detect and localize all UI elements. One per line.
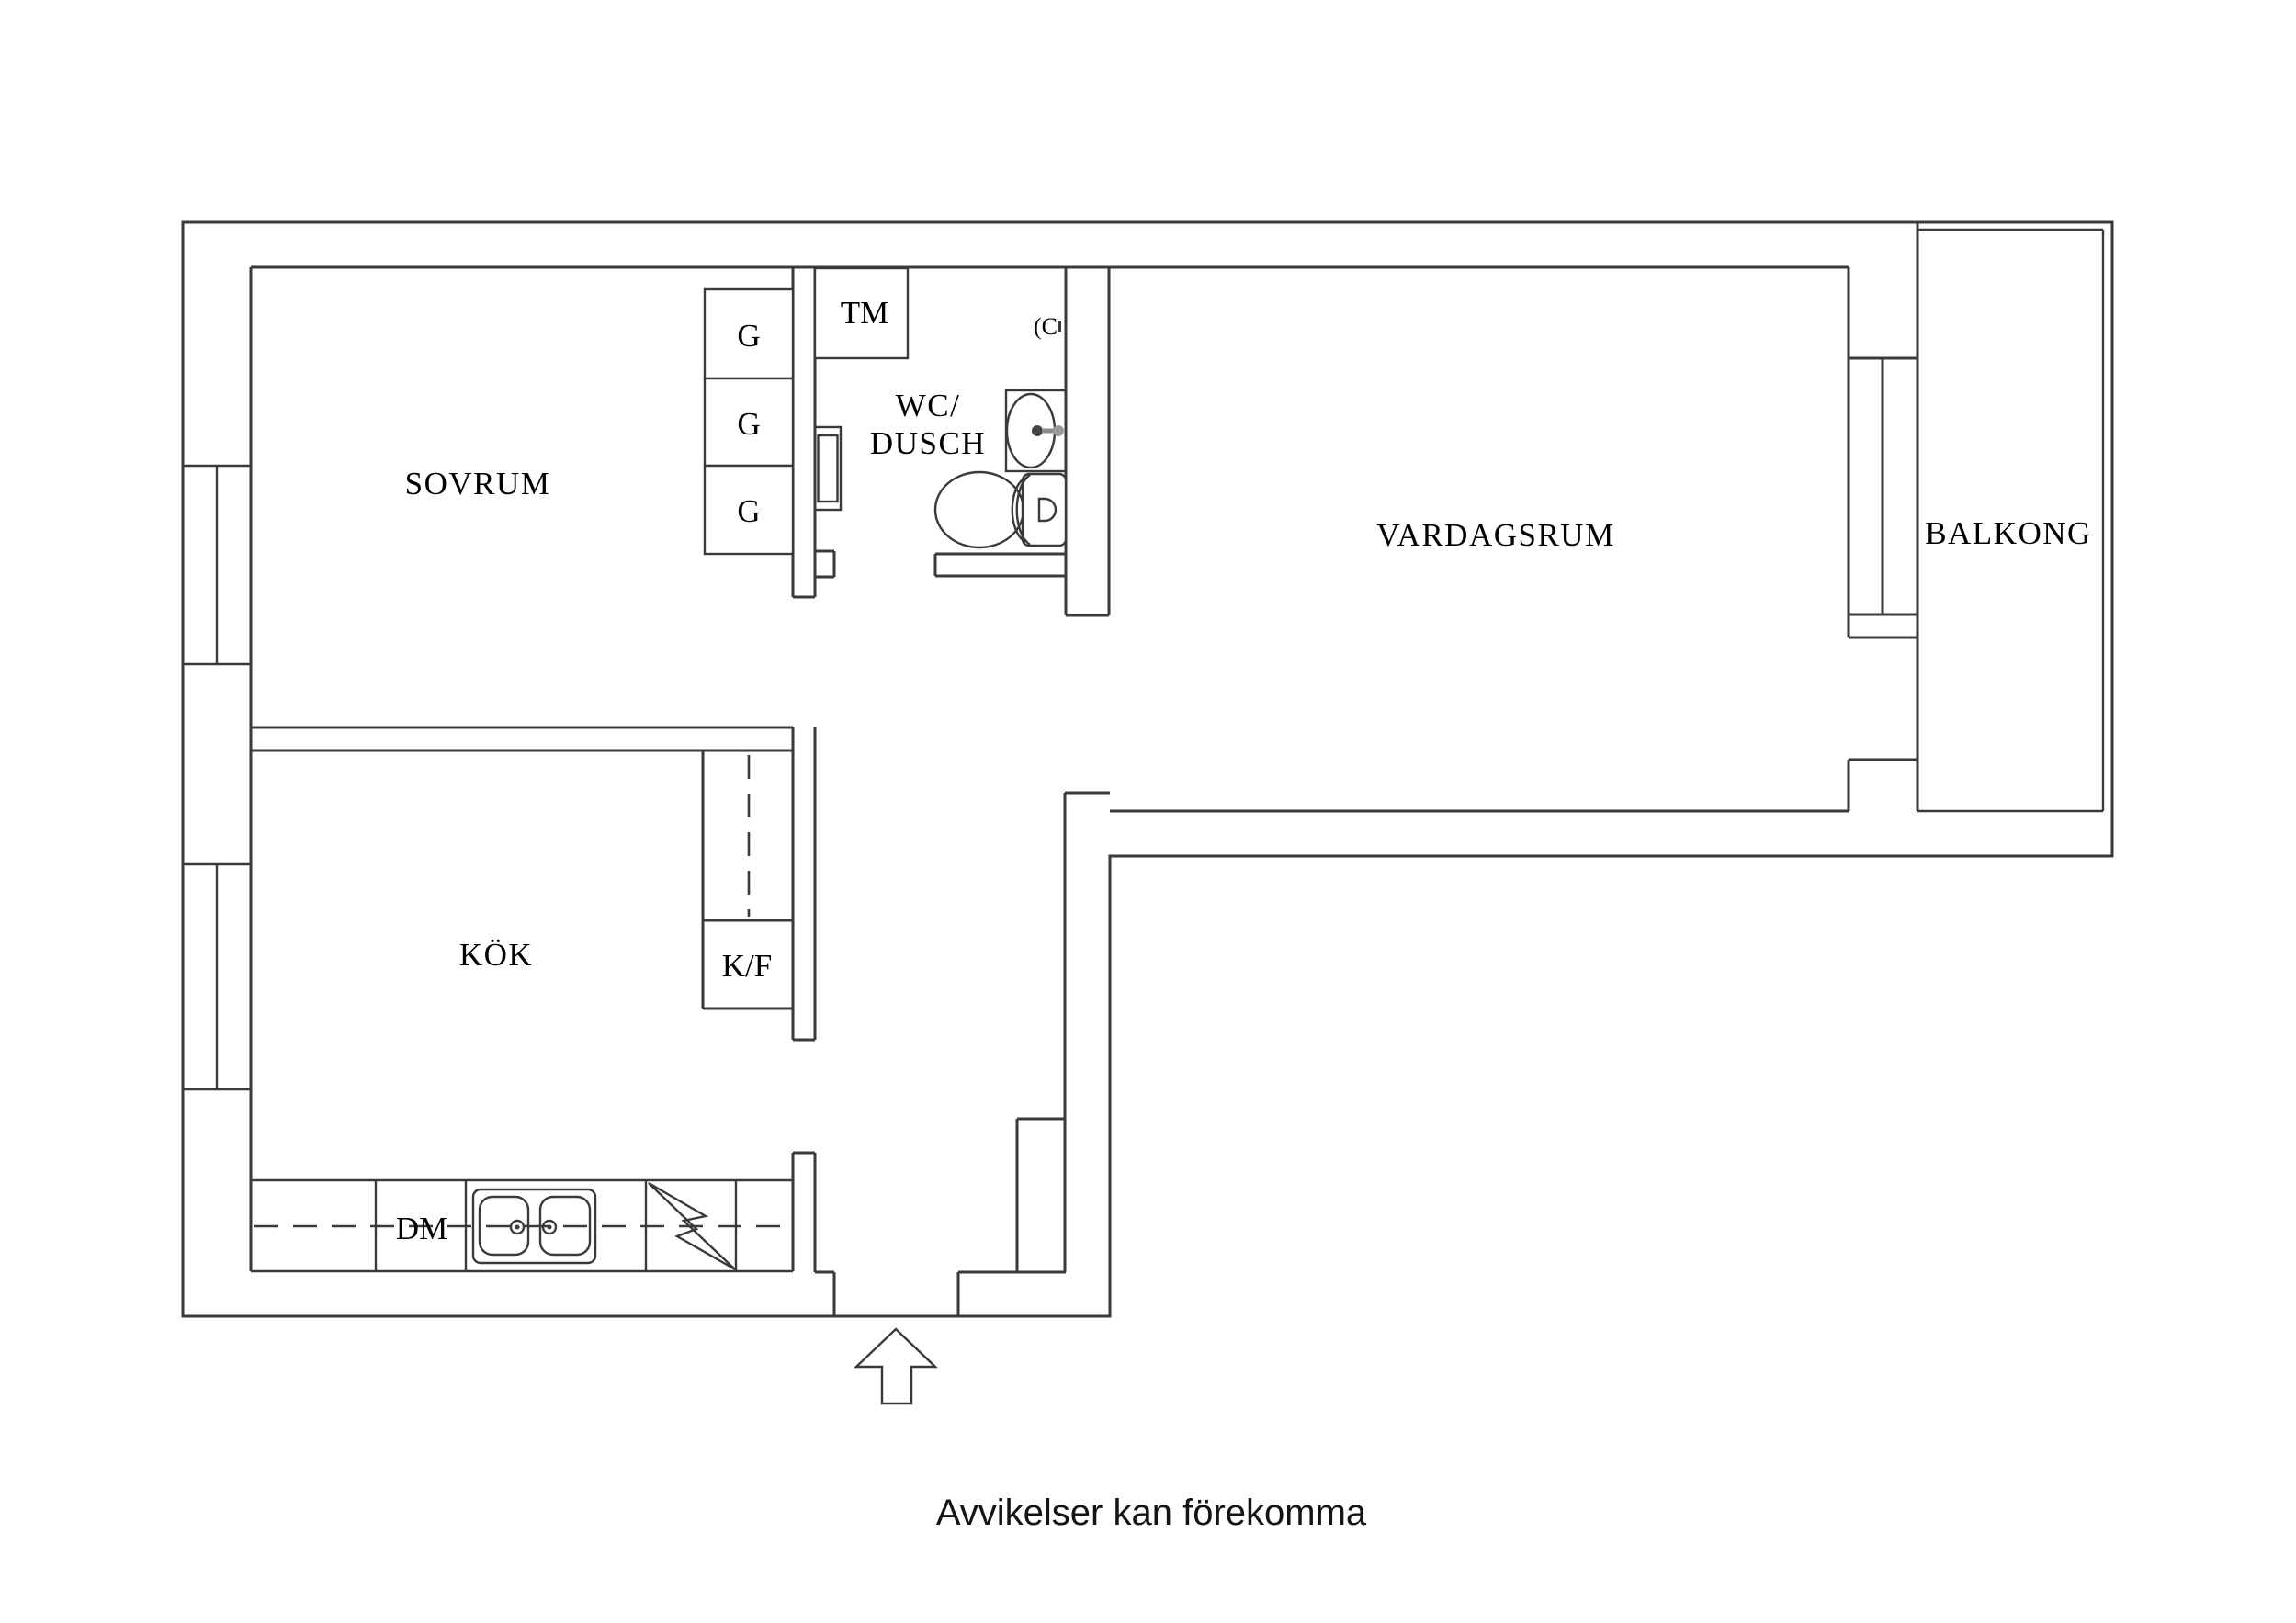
room-label-sovrum: SOVRUM — [405, 466, 551, 502]
balcony-railing — [1917, 228, 2105, 813]
room-label-kok: KÖK — [459, 937, 533, 973]
dishwasher-label: DM — [396, 1211, 447, 1246]
washing-machine-label: TM — [841, 295, 889, 331]
room-label-balkong: BALKONG — [1925, 515, 2092, 551]
closet-label-3: G — [737, 493, 760, 529]
window-kok — [183, 862, 251, 1091]
svg-text:(C: (C — [1034, 313, 1058, 340]
entrance-arrow-icon — [854, 1327, 938, 1405]
hall-vardagsrum-wall — [956, 791, 1110, 1316]
sovrum-kok-wall — [251, 726, 793, 752]
closet-box-3 — [703, 464, 795, 556]
door-leaf — [813, 425, 843, 512]
room-label-wc-line1: WC/ — [896, 388, 961, 423]
closet-label-1: G — [737, 318, 760, 354]
room-label-vardagsrum: VARDAGSRUM — [1376, 517, 1614, 553]
vardagsrum-balcony-wall — [1847, 222, 1919, 811]
fridge-freezer-column — [701, 750, 793, 1010]
sovrum-hall-wall — [791, 267, 836, 1316]
washing-machine-box — [813, 266, 910, 360]
stove-icon — [648, 1181, 736, 1271]
fridge-freezer-label: K/F — [722, 948, 772, 984]
toilet — [933, 470, 1068, 549]
outer-wall — [181, 220, 2114, 1318]
wc-wall-symbol: (C — [1034, 313, 1061, 340]
closet-box-1 — [703, 287, 795, 380]
footer-note: Avvikelser kan förekomma — [936, 1493, 1367, 1533]
vardagsrum-bottom-wall — [1110, 758, 1917, 813]
window-sovrum — [183, 464, 251, 666]
kitchen-sink — [471, 1188, 597, 1265]
closet-label-2: G — [737, 406, 760, 442]
bathroom-sink — [1004, 389, 1068, 473]
room-label-wc-line2: DUSCH — [870, 425, 986, 461]
